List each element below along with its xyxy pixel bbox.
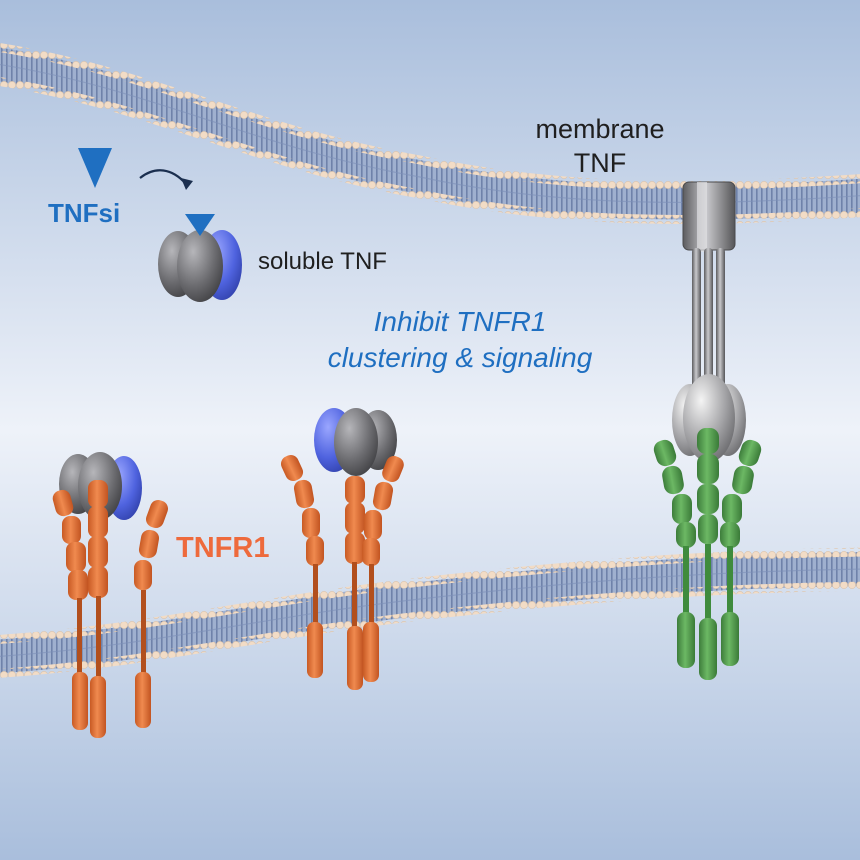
orange-receptor-b [88,480,108,738]
orange-receptor-a [52,489,88,730]
inhibit-caption-line-1: Inhibit TNFR1 [373,306,547,337]
orange-receptor-d [280,455,324,678]
orange-receptor-f [362,455,404,682]
lower-membrane [0,547,860,678]
tnfsi-inhibitor [78,148,193,190]
green-receptor-left [653,439,696,668]
triangle-down-icon [78,148,112,188]
orange-receptor-e [345,476,365,690]
tnfr1-green-cluster [653,428,762,680]
membrane-tnf-label: membrane TNF [520,112,680,180]
membrane-tnf-label-line-2: TNF [573,148,627,178]
green-receptor-right [720,439,762,666]
tnfr1-center-group [280,408,404,690]
membrane-tnf-label-line-1: membrane [535,114,665,144]
tnfsi-label: TNFsi [48,198,121,228]
tnfr1-left-group [52,452,168,738]
green-receptor-center [697,428,719,680]
orange-receptor-c [134,500,168,728]
tnfr1-label: TNFR1 [176,532,270,564]
soluble-tnf [158,214,242,302]
inhibit-caption-line-2: clustering & signaling [327,342,593,373]
soluble-tnf-label: soluble TNF [258,248,387,275]
inhibit-caption: Inhibit TNFR1 clustering & signaling [250,304,670,376]
